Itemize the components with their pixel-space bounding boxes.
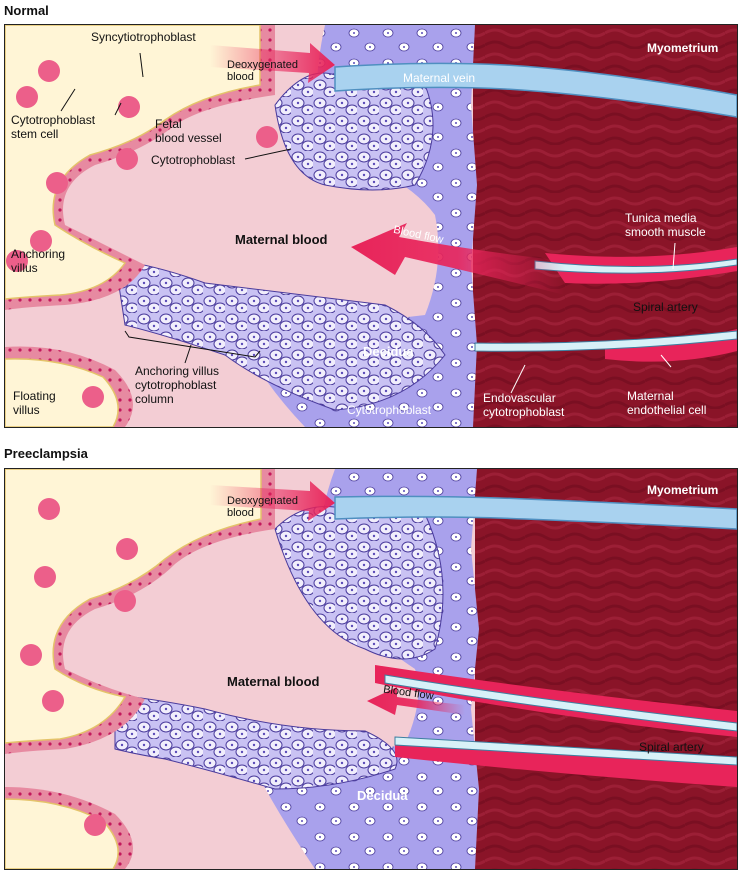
label-syncytiotrophoblast: Syncytiotrophoblast (91, 30, 196, 44)
fetal-vessel (46, 172, 68, 194)
fetal-vessel (114, 590, 136, 612)
label-tunica-media: Tunica media smooth muscle (625, 211, 706, 239)
cytotrophoblast-cluster (274, 506, 444, 660)
fetal-vessel (256, 126, 278, 148)
cytotrophoblast-cluster (274, 72, 434, 191)
normal-diagram-panel: Syncytiotrophoblast Deoxygenated blood M… (4, 24, 738, 428)
preeclampsia-diagram-panel: Deoxygenated blood Myometrium Maternal b… (4, 468, 738, 870)
label-decidua: Decidua (363, 344, 414, 359)
label-maternal-blood: Maternal blood (235, 232, 328, 247)
label-decidua: Decidua (357, 788, 408, 803)
villus-core (5, 25, 261, 300)
fetal-vessel (16, 86, 38, 108)
preeclampsia-diagram-illustration (5, 469, 737, 869)
maternal-vein (334, 495, 737, 530)
floating-villus-core (5, 358, 119, 427)
label-maternal-endothelial-cell: Maternal endothelial cell (627, 389, 707, 417)
label-deoxygenated-blood: Deoxygenated blood (227, 495, 298, 519)
label-fetal-blood-vessel: Fetal blood vessel (155, 117, 222, 145)
label-maternal-blood: Maternal blood (227, 674, 320, 689)
normal-section-title: Normal (4, 3, 49, 18)
fetal-vessel (82, 386, 104, 408)
spiral-artery-endothelium (474, 330, 737, 352)
fetal-vessel (116, 148, 138, 170)
leader-line (114, 102, 122, 116)
leader-line (244, 148, 292, 160)
fetal-vessel (34, 566, 56, 588)
spiral-artery-endothelium (534, 258, 737, 274)
blood-flow-arrow (367, 687, 465, 715)
spiral-artery-muscle (545, 247, 737, 284)
maternal-vein (334, 62, 737, 118)
fetal-vessel (30, 230, 52, 252)
leader-line (672, 242, 676, 270)
myometrium-region (475, 469, 737, 869)
spiral-artery-endothelium (394, 736, 737, 766)
label-anchoring-villus: Anchoring villus (11, 247, 66, 275)
label-myometrium: Myometrium (647, 483, 719, 497)
fetal-vessel (84, 814, 106, 836)
fetal-vessel (42, 690, 64, 712)
spiral-artery-endothelium (384, 674, 737, 732)
spiral-artery-muscle (395, 739, 737, 787)
villus-core (5, 469, 262, 744)
label-anchoring-column: Anchoring villus cytotrophoblast column (135, 364, 220, 406)
leader-line (184, 344, 192, 364)
fetal-vessel (38, 498, 60, 520)
deoxygenated-blood-arrow (210, 43, 335, 83)
fetal-vessel (116, 538, 138, 560)
leader-line (510, 364, 526, 394)
preeclampsia-section-title: Preeclampsia (4, 446, 88, 461)
label-myometrium: Myometrium (647, 41, 719, 55)
label-endovascular-cytotrophoblast: Endovascular cytotrophoblast (483, 391, 565, 419)
blood-flow-arrow (351, 223, 565, 295)
normal-diagram-illustration (5, 25, 737, 427)
fetal-vessel (6, 250, 28, 272)
label-floating-villus: Floating villus (13, 389, 56, 417)
fetal-vessel (118, 96, 140, 118)
anchoring-column (114, 259, 446, 411)
label-maternal-vein: Maternal vein (403, 71, 476, 85)
leader-line (60, 88, 76, 112)
deoxygenated-blood-arrow (210, 481, 335, 521)
label-decidua-cytotrophoblast: Cytotrophoblast (347, 403, 432, 417)
fetal-vessel (38, 60, 60, 82)
fetal-vessel (20, 644, 42, 666)
leader-line (660, 354, 672, 368)
anchoring-column (114, 694, 398, 790)
label-spiral-artery: Spiral artery (639, 740, 704, 754)
leader-line (139, 52, 144, 78)
label-deoxygenated-blood: Deoxygenated blood (227, 59, 298, 83)
label-cytotrophoblast-stem-cell: Cytotrophoblast stem cell (11, 113, 96, 141)
column-bracket (124, 330, 261, 358)
label-cytotrophoblast: Cytotrophoblast (151, 153, 236, 167)
label-spiral-artery: Spiral artery (633, 300, 698, 314)
